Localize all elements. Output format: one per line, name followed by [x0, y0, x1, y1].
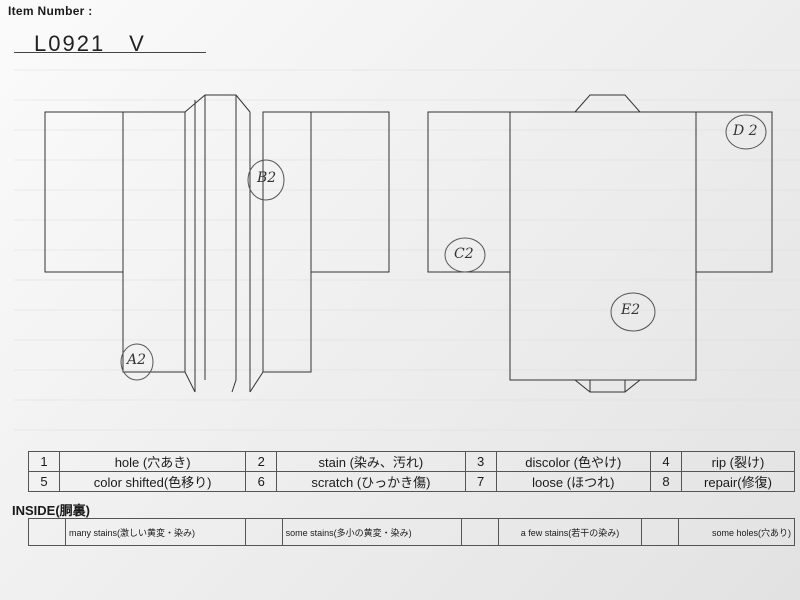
legend-number: 1 — [28, 451, 60, 472]
legend-label: stain (染み、汚れ) — [276, 451, 466, 472]
front-right-sleeve — [310, 111, 390, 273]
annotation-front-right: B2 — [257, 170, 277, 186]
inside-checkbox-cell[interactable] — [244, 518, 283, 546]
legend-label: loose (ほつれ) — [495, 471, 651, 492]
front-left-sleeve — [44, 111, 124, 273]
back-right-sleeve — [695, 111, 773, 273]
damage-legend-table: 1 hole (穴あき) 2 stain (染み、汚れ) 3 discolor … — [28, 451, 796, 492]
legend-label: scratch (ひっかき傷) — [276, 471, 466, 492]
legend-label: hole (穴あき) — [58, 451, 247, 472]
legend-number: 6 — [245, 471, 278, 492]
garment-diagrams — [14, 69, 800, 431]
legend-row: 5 color shifted(色移り) 6 scratch (ひっかき傷) 7… — [28, 471, 796, 492]
legend-row: 1 hole (穴あき) 2 stain (染み、汚れ) 3 discolor … — [28, 451, 796, 472]
inside-section-title: INSIDE(胴裏) — [12, 503, 91, 518]
legend-label: repair(修復) — [680, 471, 796, 492]
legend-number: 3 — [464, 451, 497, 472]
inside-condition-label: some stains(多小の黄変・染み) — [281, 518, 463, 546]
legend-number: 2 — [245, 451, 278, 472]
legend-label: color shifted(色移り) — [58, 471, 247, 492]
legend-number: 7 — [464, 471, 497, 492]
front-right-panel — [262, 111, 312, 373]
inside-condition-label: many stains(激しい黄変・染み) — [65, 518, 246, 546]
annotation-back-center: E2 — [621, 302, 641, 318]
inside-condition-label: a few stains(若干の染み) — [498, 518, 642, 546]
legend-number: 4 — [649, 451, 682, 472]
front-left-panel — [122, 111, 186, 373]
legend-label: rip (裂け) — [680, 451, 796, 472]
annotation-back-right: D 2 — [733, 123, 758, 139]
inside-checkbox-cell[interactable] — [461, 518, 500, 546]
item-number-underline — [14, 52, 206, 53]
item-number-label: Item Number : — [8, 4, 93, 18]
inside-row: many stains(激しい黄変・染み) some stains(多小の黄変・… — [28, 518, 796, 546]
legend-label: discolor (色やけ) — [495, 451, 651, 472]
annotation-back-left: C2 — [454, 246, 474, 262]
annotation-front-left: A2 — [127, 352, 147, 368]
inside-checkbox-cell[interactable] — [28, 518, 66, 546]
legend-number: 8 — [649, 471, 682, 492]
inside-condition-table: many stains(激しい黄変・染み) some stains(多小の黄変・… — [28, 518, 796, 546]
inside-condition-label: some holes(穴あり) — [677, 518, 796, 546]
back-collar-top — [574, 94, 641, 113]
item-number-value: L0921 V — [34, 31, 146, 56]
back-collar-bottom — [574, 379, 641, 393]
handwritten-circles — [120, 114, 767, 381]
background-grid — [14, 69, 800, 431]
inside-checkbox-cell[interactable] — [640, 518, 679, 546]
front-view-diagram — [44, 94, 390, 393]
legend-number: 5 — [28, 471, 60, 492]
